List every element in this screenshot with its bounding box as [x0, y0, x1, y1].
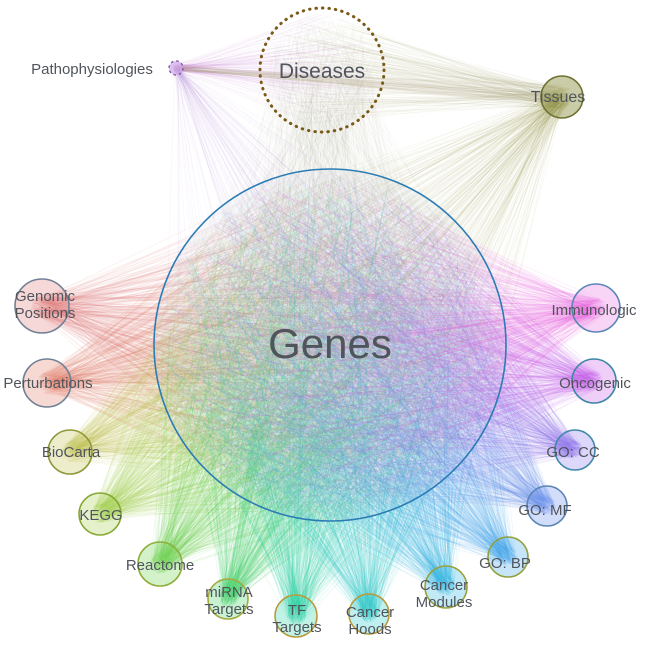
edge-bundle-pathophysiologies-to-genes: [165, 65, 488, 508]
edge-bundle-biocarta-to-genes: [59, 180, 491, 507]
node-go-mf[interactable]: [526, 485, 568, 527]
node-cancer-hoods[interactable]: [348, 593, 390, 635]
node-label-biocarta: BioCarta: [42, 444, 101, 461]
edge-bundle-cancer-hoods-to-genes: [161, 179, 498, 623]
node-oncogenic[interactable]: [571, 358, 617, 404]
node-label-mirna-targets-line-2: Targets: [204, 601, 253, 618]
node-label-cancer-modules-line-2: Modules: [416, 594, 473, 611]
node-reactome[interactable]: [137, 541, 183, 587]
edge-bundle-go-cc-to-genes: [164, 179, 584, 509]
edge-bundle-perturbations-to-genes: [36, 176, 498, 516]
node-go-bp[interactable]: [487, 536, 529, 578]
node-label-mirna-targets-line-1: miRNA: [205, 584, 253, 601]
node-mirna-targets[interactable]: [207, 578, 249, 620]
labels-layer: Genes Diseases PathophysiologiesTissuesGen…: [3, 60, 637, 638]
node-label-tissues: Tissues: [531, 89, 586, 106]
edge-bundle-oncogenic-to-genes: [162, 184, 604, 506]
nodes-layer: [14, 6, 621, 638]
node-label-cancer-hoods-line-1: Cancer: [346, 604, 394, 621]
node-label-tf-targets-line-1: TF: [288, 602, 306, 619]
edges-layer: [30, 14, 608, 626]
edge-bundle-diseases-to-tissues: [266, 17, 575, 124]
node-go-cc[interactable]: [554, 429, 596, 471]
node-label-pathophysiologies: Pathophysiologies: [31, 61, 153, 78]
edge-bundle-cancer-modules-to-genes: [174, 176, 499, 596]
edge-bundle-go-mf-to-genes: [167, 178, 557, 515]
node-immunologic[interactable]: [571, 283, 621, 333]
node-label-tf-targets-line-2: Targets: [272, 619, 321, 636]
node-label-go-cc: GO: CC: [546, 444, 600, 461]
node-label-immunologic: Immunologic: [551, 302, 637, 319]
node-genes[interactable]: [153, 168, 507, 522]
edge-bundle-diseases-to-pathophysiologies: [171, 14, 374, 117]
edge-bundle-mirna-targets-to-genes: [167, 174, 495, 608]
node-label-genes: Genes: [268, 320, 392, 367]
node-perturbations[interactable]: [22, 358, 72, 408]
node-tf-targets[interactable]: [274, 594, 318, 638]
node-pathophysiologies[interactable]: [168, 60, 184, 76]
edge-bundle-go-bp-to-genes: [162, 178, 517, 567]
node-label-reactome: Reactome: [126, 557, 194, 574]
node-kegg[interactable]: [78, 492, 122, 536]
node-label-diseases: Diseases: [279, 60, 365, 83]
edge-bundle-immunologic-to-genes: [162, 174, 608, 513]
edge-bundle-pathophysiologies-to-tissues: [172, 64, 573, 108]
node-genomic-positions[interactable]: [14, 278, 70, 334]
node-label-genomic-positions-line-1: Genomic: [15, 288, 76, 305]
node-cancer-modules[interactable]: [424, 565, 468, 609]
node-label-genomic-positions-line-2: Positions: [15, 305, 76, 322]
node-tissues[interactable]: [540, 75, 584, 119]
node-diseases[interactable]: [258, 6, 386, 134]
node-label-cancer-hoods-line-2: Hoods: [348, 621, 391, 638]
edge-bundle-kegg-to-genes: [90, 176, 493, 524]
node-label-go-mf: GO: MF: [518, 502, 571, 519]
node-label-perturbations: Perturbations: [3, 375, 92, 392]
edge-bundle-genomic-positions-to-genes: [30, 176, 495, 504]
node-label-cancer-modules-line-1: Cancer: [420, 577, 468, 594]
node-label-kegg: KEGG: [79, 507, 122, 524]
node-label-oncogenic: Oncogenic: [559, 375, 631, 392]
edge-bundle-tissues-to-genes: [163, 87, 572, 516]
edge-bundle-reactome-to-genes: [149, 175, 498, 574]
node-biocarta[interactable]: [47, 429, 93, 475]
node-label-go-bp: GO: BP: [479, 555, 531, 572]
